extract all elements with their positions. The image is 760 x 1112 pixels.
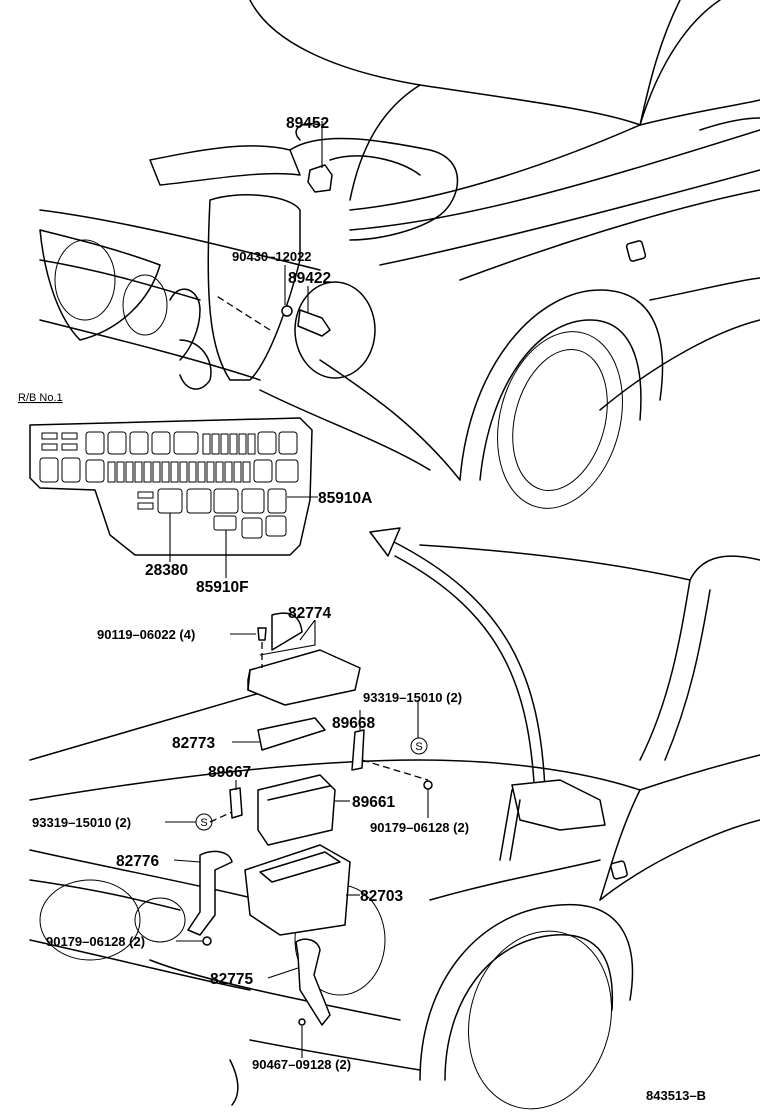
relay-block-middle-row xyxy=(39,457,299,483)
relay-block-rb1 xyxy=(29,417,318,578)
duct-82775 xyxy=(295,938,331,1026)
bottom-car-illustration xyxy=(29,544,760,1110)
label-89422: 89422 xyxy=(288,270,331,287)
label-82773: 82773 xyxy=(172,735,215,752)
label-85910A: 85910A xyxy=(318,490,372,507)
label-90430-12022: 90430–12022 xyxy=(232,249,312,264)
label-93319-15010-a: 93319–15010 (2) xyxy=(363,690,462,705)
screw-90179-b xyxy=(202,936,212,946)
leader-lines xyxy=(165,121,429,1058)
label-82774: 82774 xyxy=(288,605,331,622)
ecu-82774 xyxy=(247,612,361,706)
label-89661: 89661 xyxy=(352,794,395,811)
hose-82776 xyxy=(187,850,233,936)
figure-code: 843513–B xyxy=(646,1088,706,1103)
label-90179-06128-a: 90179–06128 (2) xyxy=(370,820,469,835)
label-28380: 28380 xyxy=(145,562,188,579)
s-symbol-2: S xyxy=(195,813,213,831)
relay-block-bottom-row xyxy=(137,488,287,539)
label-90179-06128-b: 90179–06128 (2) xyxy=(46,934,145,949)
label-82775: 82775 xyxy=(210,971,253,988)
callout-arrow xyxy=(369,527,546,801)
top-car-illustration xyxy=(39,0,760,509)
label-93319-15010-b: 93319–15010 (2) xyxy=(32,815,131,830)
label-82703: 82703 xyxy=(360,888,403,905)
s-symbol-1: S xyxy=(410,737,428,755)
bracket-89668 xyxy=(351,729,429,781)
label-85910F: 85910F xyxy=(196,579,249,596)
part-labels: 89452 90430–12022 89422 R/B No.1 85910A … xyxy=(18,115,706,1103)
module-89661 xyxy=(257,774,336,846)
label-82776: 82776 xyxy=(116,853,159,870)
s-symbol-text-2: S xyxy=(200,817,207,829)
s-symbol-text-1: S xyxy=(415,741,422,753)
bracket-89667 xyxy=(209,787,243,823)
label-89452: 89452 xyxy=(286,115,329,132)
case-82703 xyxy=(244,844,351,936)
label-89667: 89667 xyxy=(208,764,251,781)
label-89668: 89668 xyxy=(332,715,375,732)
screw-90179-a xyxy=(423,780,433,790)
relay-block-title: R/B No.1 xyxy=(18,392,63,404)
relay-block-top-row xyxy=(41,431,298,455)
screw-90467 xyxy=(298,1018,306,1026)
cover-82773 xyxy=(257,717,326,751)
label-90119-06022: 90119–06022 (4) xyxy=(97,627,195,642)
label-90467-09128: 90467–09128 (2) xyxy=(252,1057,351,1072)
